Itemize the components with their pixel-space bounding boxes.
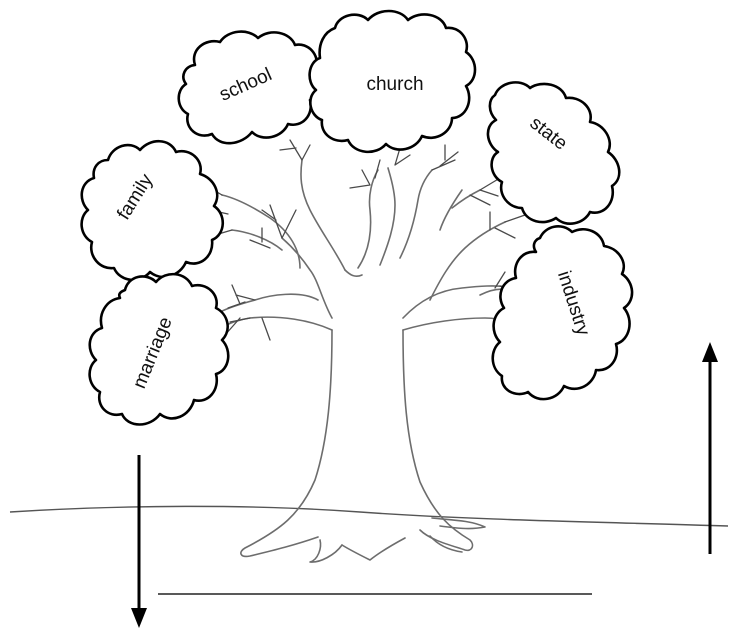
- cloud-family: [82, 141, 223, 280]
- label-church: church: [366, 74, 423, 95]
- cloud-industry: [493, 226, 632, 399]
- ground-line: [10, 506, 728, 526]
- tree-trunk: [215, 160, 518, 562]
- up-arrow: [702, 342, 718, 554]
- tree-twigs: [205, 140, 540, 340]
- down-arrow: [131, 455, 147, 628]
- cloud-state: [488, 82, 619, 223]
